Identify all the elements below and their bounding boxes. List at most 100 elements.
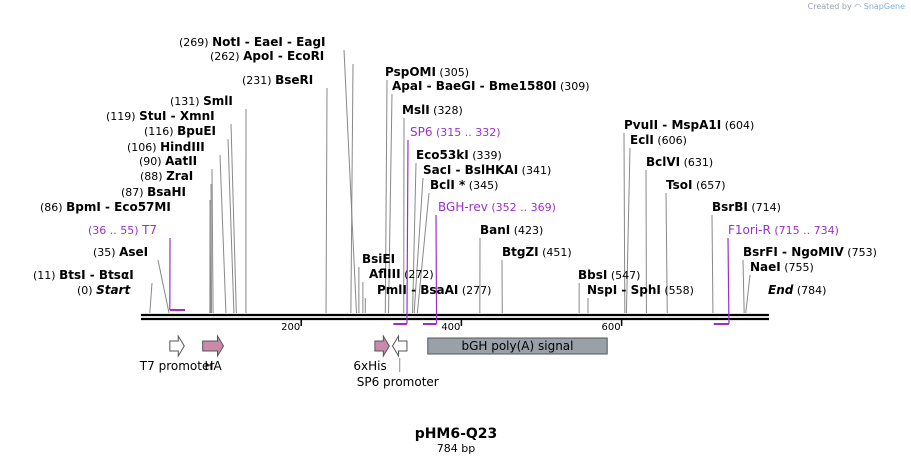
site-name-btgzi-0: BtgZI [502, 245, 539, 259]
site-label-bpmi: (86) BpmI - Eco57MI [40, 200, 171, 214]
site-count-btgzi: (451) [539, 246, 572, 259]
site-name-bpmi-1: Eco57MI [114, 200, 171, 214]
primer-range-bghrev: (352 .. 369) [488, 201, 556, 214]
leader-apoi [350, 63, 354, 314]
site-name-ecli-0: EclI [630, 133, 654, 147]
site-label-smli: (131) SmlI [170, 94, 233, 108]
site-sep-bpmi-1: - [101, 200, 114, 214]
site-labels: (0) Start(11) BtsI - BtsαI(35) AseI(86) … [33, 35, 877, 297]
site-name-bcli-0: BclI * [430, 178, 466, 192]
site-sep-apoi-1: - [274, 49, 287, 63]
feature-arrow-ha [202, 334, 225, 358]
site-name-bpmi-0: BpmI [66, 200, 101, 214]
leader-eco53ki [412, 162, 417, 314]
ruler-label-600: 600 [602, 322, 621, 333]
site-name-pvuii-0: PvuII [624, 118, 658, 132]
site-name-btsi-0: BtsI [59, 268, 86, 282]
site-sep-noti-1: - [241, 35, 254, 49]
primer-layer: (36 .. 55) T7 SP6 (315 .. 332) BGH-rev (35… [88, 125, 839, 325]
leader-noti [343, 49, 357, 314]
site-count-nspi: (558) [661, 284, 694, 297]
site-sep-btsi-1: - [86, 268, 99, 282]
site-name-msli-0: MslI [402, 103, 430, 117]
site-name-noti-2: EagI [296, 35, 325, 49]
site-sep-saci-1: - [451, 163, 464, 177]
credit-prefix: Created by [807, 2, 852, 11]
leader-stui [230, 123, 237, 314]
primer-name-bghrev: BGH-rev [438, 200, 488, 214]
primer-range-t7: (36 .. 55) [88, 224, 142, 237]
site-name-nspi-0: NspI [587, 283, 617, 297]
site-count-msli: (328) [430, 104, 463, 117]
leader-bsrfi [742, 259, 745, 314]
site-label-bsiei: BsiEI [362, 252, 395, 266]
site-name-bsahi-0: BsaHI [147, 185, 186, 199]
site-sep-stui-1: - [166, 109, 179, 123]
site-label-aatii: (90) AatII [139, 154, 197, 168]
site-name-nspi-1: SphI [631, 283, 661, 297]
site-name-eco53ki-0: Eco53kI [416, 148, 469, 162]
dna-backbone: 200 400 600 [141, 313, 769, 333]
site-sep-bsrfi-1: - [778, 245, 791, 259]
leader-bsrbi [711, 214, 714, 314]
ruler-label-400: 400 [441, 322, 460, 333]
site-name-apai-1: BaeGI [436, 79, 476, 93]
site-count-end: (784) [793, 284, 826, 297]
site-label-bclvi: BclVI (631) [646, 155, 713, 169]
site-name-smli-0: SmlI [203, 94, 233, 108]
snapgene-logo-icon: ◠ [854, 2, 862, 11]
site-label-tsoi: TsoI (657) [666, 178, 726, 192]
site-label-stui: (119) StuI - XmnI [106, 109, 215, 123]
site-count-aatii: (90) [139, 155, 165, 168]
site-count-eco53ki: (339) [469, 149, 502, 162]
feature-arrow-t7-promoter [169, 334, 185, 358]
site-count-bseri: (231) [242, 74, 275, 87]
site-count-bbsi: (547) [607, 269, 640, 282]
primer-label-sp6: SP6 (315 .. 332) [410, 125, 501, 139]
feature-arrow-sp6-promoter [391, 334, 408, 358]
site-name-pmli-0: PmlI [377, 283, 407, 297]
site-label-apoi: (262) ApoI - EcoRI [210, 49, 324, 63]
site-count-afliii: (272) [401, 268, 434, 281]
site-count-pvuii: (604) [721, 119, 754, 132]
primer-name-t7: T7 [141, 223, 157, 237]
site-label-naei: NaeI (755) [750, 260, 814, 274]
site-label-saci: SacI - BslHKAI (341) [423, 163, 551, 177]
feature-label-ha: HA [204, 359, 222, 373]
site-label-eco53ki: Eco53kI (339) [416, 148, 502, 162]
site-label-pmli: PmlI - BsaAI (277) [377, 283, 491, 297]
site-label-bseri: (231) BseRI [242, 73, 313, 87]
site-label-pspomi: PspOMI (305) [385, 65, 469, 79]
leader-aatii [211, 168, 214, 314]
site-count-bpuei: (116) [144, 125, 177, 138]
primer-label-f1orir: F1ori-R (715 .. 734) [728, 223, 839, 237]
site-label-ecli: EclI (606) [630, 133, 687, 147]
site-name-bsrfi-1: NgoMIV [791, 245, 844, 259]
site-count-hindiii: (106) [127, 141, 160, 154]
site-count-bani: (423) [510, 224, 543, 237]
ruler-label-200: 200 [281, 322, 300, 333]
site-name-saci-0: SacI [423, 163, 451, 177]
site-label-bcli: BclI * (345) [430, 178, 498, 192]
primer-label-bghrev: BGH-rev (352 .. 369) [438, 200, 556, 214]
feature-label-t7-promoter: T7 promoter [139, 359, 215, 373]
site-name-bclvi-0: BclVI [646, 155, 680, 169]
site-name-bsiei-0: BsiEI [362, 252, 395, 266]
site-name-naei-0: NaeI [750, 260, 781, 274]
primer-range-sp6: (315 .. 332) [433, 126, 501, 139]
feature-label-sp6-promoter: SP6 promoter [357, 375, 439, 389]
site-name-pspomi-0: PspOMI [385, 65, 436, 79]
primer-leader-f1orir [727, 237, 730, 325]
leader-btsi [149, 282, 153, 314]
site-count-bpmi: (86) [40, 201, 66, 214]
snapgene-credit: Created by ◠ SnapGene [808, 2, 905, 11]
site-label-afliii: AflIII (272) [369, 267, 434, 281]
site-name-bsrfi-0: BsrFI [743, 245, 778, 259]
site-count-naei: (755) [781, 261, 814, 274]
site-name-tsoi-0: TsoI [666, 178, 692, 192]
site-name-apoi-1: EcoRI [287, 49, 324, 63]
feature-label-bgh-polya: bGH poly(A) signal [461, 339, 573, 353]
site-label-bsrbi: BsrBI (714) [712, 200, 781, 214]
site-label-msli: MslI (328) [402, 103, 463, 117]
